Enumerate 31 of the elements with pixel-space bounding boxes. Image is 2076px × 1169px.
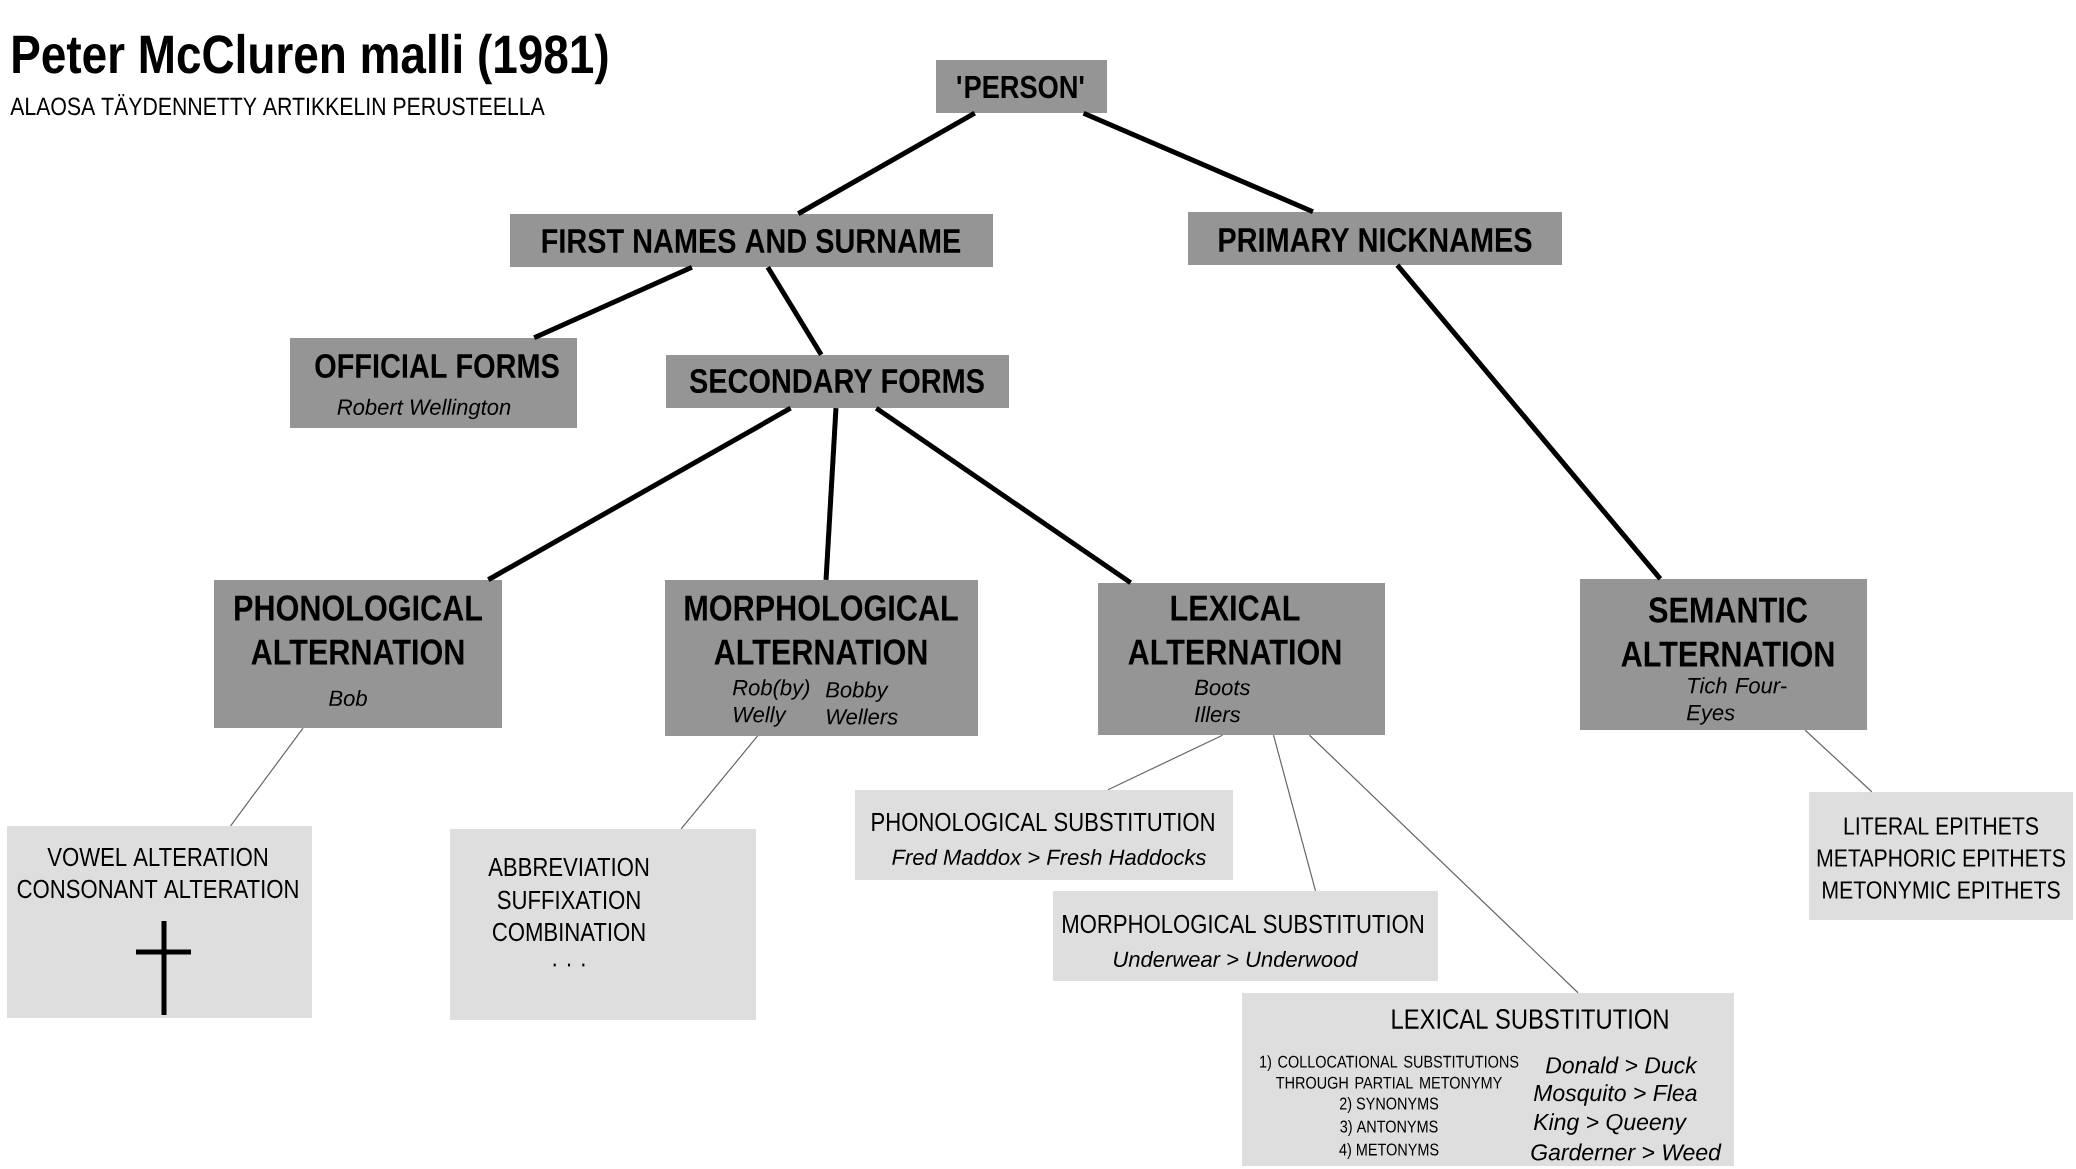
- connector-line: [533, 264, 693, 341]
- connector-line: [680, 735, 758, 830]
- category-box: VOWEL ALTERATION CONSONANT ALTERATION: [7, 826, 312, 1018]
- category-box: MORPHOLOGICAL ALTERNATION Rob(by) Welly Bobby Wellers: [665, 580, 978, 736]
- connector-line: [1308, 734, 1579, 994]
- category-box: PHONOLOGICAL SUBSTITUTION Fred Maddox > Fresh Haddocks: [855, 790, 1233, 880]
- connector-line: [230, 727, 304, 827]
- category-box: LEXICAL SUBSTITUTION 1) COLLOCATIONAL SUBSTITUTIONS THROUGH PARTIAL METONYMY 2) SYNONYMS 3) ANTONYMS 4) METONYMS Donald > Duck Mosquito > Flea King > Queeny Garderner > Weed: [1242, 993, 1734, 1166]
- category-box: PRIMARY NICKNAMES: [1188, 212, 1562, 265]
- category-box: PHONOLOGICAL ALTERNATION Bob: [214, 580, 502, 728]
- category-box: OFFICIAL FORMS Robert Wellington: [290, 338, 577, 428]
- category-box: MORPHOLOGICAL SUBSTITUTION Underwear > Underwood: [1053, 891, 1438, 981]
- category-box: SEMANTIC ALTERNATION Tich Four-Eyes: [1580, 579, 1867, 730]
- category-box: ABBREVIATION SUFFIXATION COMBINATION . . .: [450, 829, 756, 1020]
- connector-line: [1082, 110, 1314, 215]
- connector-line: [1804, 729, 1873, 793]
- category-box: FIRST NAMES AND SURNAME: [510, 214, 993, 267]
- subtitle: ALAOSA TÄYDENNETTY ARTIKKELIN PERUSTEELLA: [10, 94, 545, 116]
- category-box: SECONDARY FORMS: [666, 355, 1009, 408]
- connector-line: [1107, 734, 1224, 791]
- connector-line: [874, 406, 1133, 585]
- title: Peter McCluren malli (1981): [13, 33, 608, 85]
- connector-line: [765, 265, 824, 357]
- category-box: LITERAL EPITHETS METAPHORIC EPITHETS METONYMIC EPITHETS: [1809, 792, 2073, 920]
- category-box: 'PERSON': [936, 60, 1107, 113]
- connector-line: [823, 408, 839, 580]
- connector-line: [1395, 263, 1663, 581]
- connector-line: [1272, 734, 1317, 892]
- connector-line: [797, 111, 976, 216]
- connector-line: [487, 406, 792, 582]
- category-box: LEXICAL ALTERNATION Boots Illers: [1098, 583, 1385, 735]
